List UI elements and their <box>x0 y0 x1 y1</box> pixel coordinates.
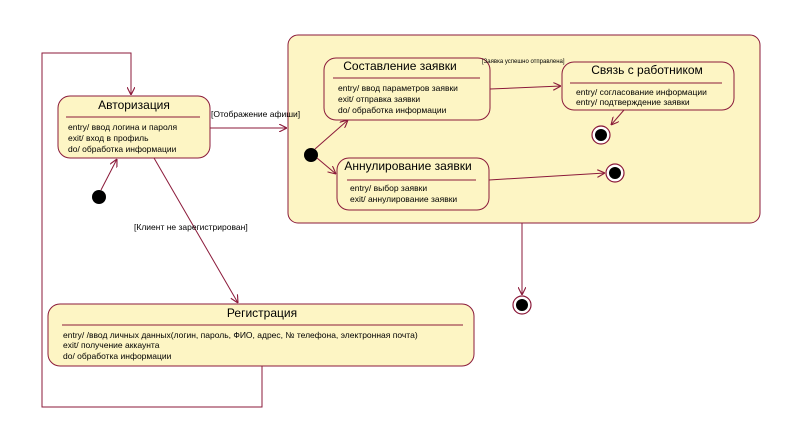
state-contact-employee-title: Связь с работником <box>591 63 703 77</box>
final-state <box>591 125 611 145</box>
state-registration-activity: do/ обработка информации <box>63 351 172 361</box>
guard-show-poster: [Отображение афиши] <box>211 109 300 119</box>
state-contact-employee: Связь с работником entry/ согласование и… <box>561 61 735 111</box>
state-compose-request-title: Составление заявки <box>343 59 457 73</box>
guard-not-registered: [Клиент не зарегистрирован] <box>134 222 248 232</box>
initial-state <box>304 148 318 162</box>
state-authorization-title: Авторизация <box>98 98 170 112</box>
state-compose-request-activity: entry/ ввод параметров заявки <box>338 83 458 93</box>
state-authorization-activity: do/ обработка информации <box>68 144 177 154</box>
transition-contact-to-final <box>611 109 625 125</box>
state-cancel-request-activity: entry/ выбор заявки <box>350 183 427 193</box>
transition-authorization-to-registration <box>153 157 238 303</box>
state-contact-employee-activity: entry/ согласование информации <box>576 87 707 97</box>
state-compose-request-activity: do/ обработка информации <box>338 105 447 115</box>
state-authorization: Авторизация entry/ ввод логина и пароля … <box>57 95 211 159</box>
state-cancel-request-activity: exit/ аннулирование заявки <box>350 194 457 204</box>
initial-state <box>92 190 106 204</box>
transition-registration-loop <box>41 52 263 408</box>
state-authorization-activity: entry/ ввод логина и пароля <box>68 122 177 132</box>
state-registration-activity: exit/ получение аккаунта <box>63 340 160 350</box>
state-compose-request-activity: exit/ отправка заявки <box>338 94 420 104</box>
final-state <box>512 295 532 315</box>
state-registration: Регистрация entry/ /ввод личных данных(л… <box>47 303 475 367</box>
final-state <box>605 163 625 183</box>
transition-initial-to-compose <box>314 120 348 150</box>
transition-compose-to-contact <box>489 86 561 89</box>
state-registration-title: Регистрация <box>227 306 297 320</box>
state-registration-activity: entry/ /ввод личных данных(логин, пароль… <box>63 330 418 340</box>
guard-request-sent: [Заявка успешно отправлена] <box>482 59 565 65</box>
state-compose-request: Составление заявки entry/ ввод параметро… <box>323 57 491 121</box>
state-cancel-request-title: Аннулирование заявки <box>344 159 471 173</box>
transition-initial-to-cancel <box>316 157 336 174</box>
transition-cancel-to-final <box>488 173 605 181</box>
state-authorization-activity: exit/ вход в профиль <box>68 133 149 143</box>
state-cancel-request: Аннулирование заявки entry/ выбор заявки… <box>336 157 490 211</box>
state-contact-employee-activity: entry/ подтверждение заявки <box>576 97 690 107</box>
transition-initial-to-authorization <box>100 159 117 191</box>
